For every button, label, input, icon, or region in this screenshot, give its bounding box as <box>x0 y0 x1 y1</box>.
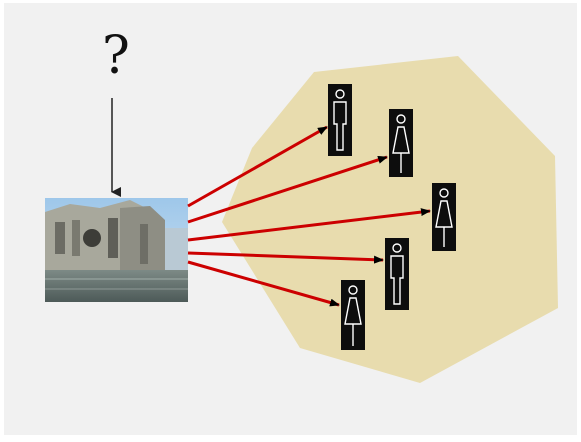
female-figure-icon <box>389 109 413 177</box>
male-figure-icon <box>385 238 409 310</box>
female-figure-icon <box>432 183 456 251</box>
building-photo <box>45 198 188 302</box>
female-figure-icon <box>341 280 365 350</box>
question-mark: ? <box>96 26 136 86</box>
male-figure-icon <box>328 84 352 156</box>
